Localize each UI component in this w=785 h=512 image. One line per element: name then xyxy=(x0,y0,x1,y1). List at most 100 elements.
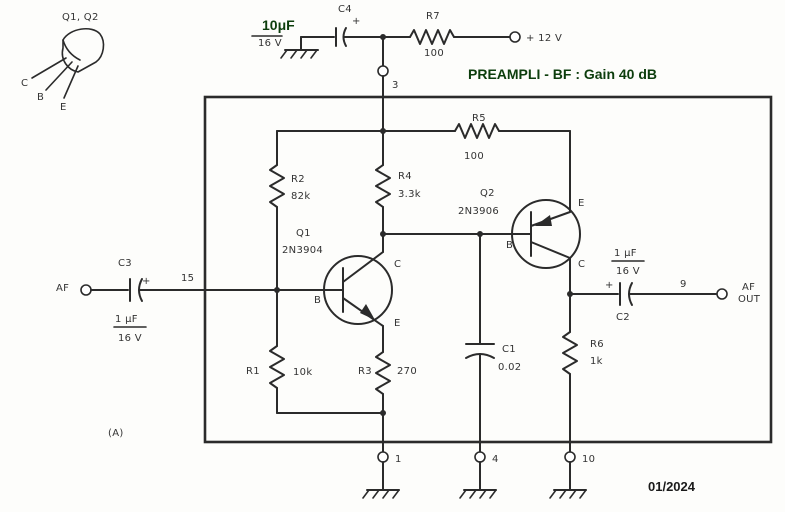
r1-ref: R1 xyxy=(246,366,260,377)
pin1-terminal xyxy=(377,451,389,463)
c1-ref: C1 xyxy=(502,344,516,355)
r6-group: R6 1k xyxy=(562,293,604,453)
module-outline xyxy=(203,95,773,444)
output-label-out: OUT xyxy=(738,294,761,305)
node-q1-collector xyxy=(380,231,386,237)
q2-emitter-arrow xyxy=(535,215,552,226)
c2-voltage: 16 V xyxy=(616,266,640,277)
bottom-terminals: 1 4 10 xyxy=(362,451,595,499)
supply-terminal xyxy=(509,31,521,43)
r3-value: 270 xyxy=(397,366,417,377)
c3-voltage: 16 V xyxy=(118,333,142,344)
r7-value: 100 xyxy=(424,48,444,59)
r6-zigzag xyxy=(562,331,578,375)
ground-1-hatch xyxy=(362,489,400,499)
r4-value: 3.3k xyxy=(398,189,421,200)
c3-ref: C3 xyxy=(118,258,132,269)
r1-zigzag xyxy=(269,345,285,389)
q2-pin-c: C xyxy=(578,259,585,270)
pin-label-b: B xyxy=(37,92,44,103)
c2-ref: C2 xyxy=(616,312,630,323)
pin4-number: 4 xyxy=(492,454,499,465)
q2-part: 2N3906 xyxy=(458,206,499,217)
figure-label: (A) xyxy=(108,428,124,439)
pin-lead-e xyxy=(63,65,79,99)
q2-ref: Q2 xyxy=(480,188,495,199)
r4-ref: R4 xyxy=(398,171,412,182)
r4-zigzag xyxy=(375,164,391,208)
pin1-number: 1 xyxy=(395,454,402,465)
r3-group: R3 270 xyxy=(358,351,417,453)
input-section: AF C3 + 1 μF 16 V 15 xyxy=(56,258,278,344)
c4-voltage: 16 V xyxy=(258,38,282,49)
c2-value: 1 μF xyxy=(614,248,637,259)
r3-ref: R3 xyxy=(358,366,372,377)
diagram-title: PREAMPLI - BF : Gain 40 dB xyxy=(468,66,657,82)
q1-emitter-arrow xyxy=(360,304,375,320)
q1-pin-c: C xyxy=(394,259,401,270)
supply-section: C4 + 10μF 16 V R7 100 + 12 V 3 xyxy=(251,4,562,132)
r4-group: R4 3.3k xyxy=(375,130,421,253)
r5-value: 100 xyxy=(464,151,484,162)
c4-value: 10μF xyxy=(262,17,295,33)
pin9-number: 9 xyxy=(680,279,687,290)
q2-pin-e: E xyxy=(578,198,585,209)
r5-ref: R5 xyxy=(472,113,486,124)
r6-ref: R6 xyxy=(590,339,604,350)
transistor-pinout-sketch: Q1, Q2 C B E xyxy=(21,12,105,113)
c3-polarity: + xyxy=(142,276,151,287)
r2-value: 82k xyxy=(291,191,310,202)
r2-ref: R2 xyxy=(291,174,305,185)
pinout-label: Q1, Q2 xyxy=(62,12,99,23)
r2-zigzag xyxy=(269,164,285,208)
pin-label-c: C xyxy=(21,78,28,89)
pin15-number: 15 xyxy=(181,273,194,284)
output-label-af: AF xyxy=(742,282,755,293)
q2-body xyxy=(511,199,581,269)
pin-lead-b xyxy=(45,61,73,91)
input-label: AF xyxy=(56,283,69,294)
q1-ref: Q1 xyxy=(296,228,311,239)
r6-value: 1k xyxy=(590,356,603,367)
c1-value: 0.02 xyxy=(498,362,521,373)
pin3-terminal xyxy=(377,65,389,77)
ground-10-hatch xyxy=(549,489,587,499)
pin-label-e: E xyxy=(60,102,67,113)
q1-transistor: Q1 2N3904 B C E xyxy=(276,228,401,353)
ground-c4-hatch xyxy=(280,49,318,59)
top-rail: R5 100 xyxy=(276,113,571,213)
q2-transistor: Q2 2N3906 B E C xyxy=(458,188,585,295)
r1-group: R1 10k xyxy=(246,289,384,414)
pin-lead-c xyxy=(31,57,67,79)
r2-group: R2 82k xyxy=(269,130,310,291)
q2-collector-lead xyxy=(530,241,571,259)
q1-pin-b: B xyxy=(314,295,321,306)
pin10-terminal xyxy=(564,451,576,463)
to92-flat xyxy=(62,39,81,61)
c2-polarity: + xyxy=(605,280,614,291)
pin10-number: 10 xyxy=(582,454,595,465)
output-terminal xyxy=(716,288,728,300)
date-label: 01/2024 xyxy=(648,479,696,494)
pin3-number: 3 xyxy=(392,80,399,91)
q1-collector-lead xyxy=(342,251,384,283)
q1-part: 2N3904 xyxy=(282,245,323,256)
r7-zigzag xyxy=(409,29,455,45)
c4-polarity: + xyxy=(352,16,361,27)
r5-zigzag xyxy=(454,123,500,139)
pin4-terminal xyxy=(474,451,486,463)
input-terminal xyxy=(80,284,92,296)
q1-pin-e: E xyxy=(394,318,401,329)
r3-zigzag xyxy=(375,351,391,395)
supply-label: + 12 V xyxy=(526,33,562,44)
r1-value: 10k xyxy=(293,367,312,378)
output-section: + 1 μF 16 V C2 9 AF OUT xyxy=(567,248,761,323)
q2-pin-b: B xyxy=(506,240,513,251)
r7-ref: R7 xyxy=(426,11,440,22)
node-ground-1 xyxy=(380,410,386,416)
c1-group: C1 0.02 xyxy=(465,233,521,453)
c3-value: 1 μF xyxy=(115,314,138,325)
to92-body xyxy=(61,27,105,73)
